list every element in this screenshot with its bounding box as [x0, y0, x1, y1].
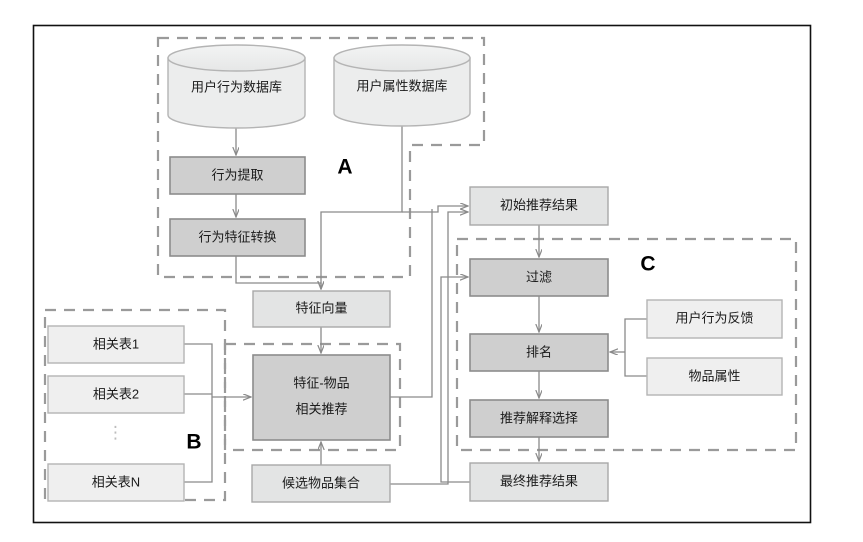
edge-user-feedback-bus	[624, 318, 647, 352]
group-a-boundary	[156, 36, 486, 279]
node-label: 相关表1	[93, 336, 139, 351]
node-rel-table-n[interactable]: 相关表N	[47, 463, 185, 502]
node-initial-rec[interactable]: 初始推荐结果	[469, 186, 609, 226]
node-label: 行为特征转换	[198, 229, 276, 244]
node-explain-sel[interactable]: 推荐解释选择	[469, 399, 609, 438]
node-final-rec[interactable]: 最终推荐结果	[469, 462, 609, 502]
node-label: 物品属性	[688, 368, 740, 383]
node-filter[interactable]: 过滤	[469, 258, 609, 297]
edge-db-profile-to-initial-rec	[402, 206, 468, 213]
node-behavior-ext[interactable]: 行为提取	[169, 156, 306, 195]
node-label: 初始推荐结果	[500, 197, 578, 212]
node-feat-item-rec[interactable]: 特征-物品 相关推荐	[252, 354, 391, 441]
edge-layer	[184, 126, 647, 485]
node-label: 用户行为反馈	[675, 310, 753, 325]
ellipsis-indicator: ⋮	[107, 423, 125, 442]
node-feature-vec[interactable]: 特征向量	[252, 290, 391, 328]
group-c-boundary	[455, 237, 798, 452]
node-label: 用户行为数据库	[191, 79, 282, 94]
edge-candidate-set-to-initial-rec	[390, 212, 468, 485]
group-label-a: A	[337, 156, 352, 179]
node-rel-table-1[interactable]: 相关表1	[47, 325, 185, 364]
node-label-line2: 相关推荐	[295, 401, 347, 416]
node-label: 排名	[526, 344, 552, 359]
node-label: 用户属性数据库	[356, 78, 447, 93]
group-label-b: B	[186, 431, 201, 454]
group-label-c: C	[640, 253, 655, 276]
node-user-feedback[interactable]: 用户行为反馈	[646, 299, 783, 339]
node-label: 相关表N	[92, 474, 140, 489]
node-label: 候选物品集合	[282, 475, 360, 490]
node-label: 过滤	[526, 269, 552, 284]
node-label: 推荐解释选择	[500, 410, 578, 425]
edge-final-rec-to-filter	[440, 277, 470, 483]
edge-rel-table-1-bus	[184, 343, 213, 397]
node-label: 相关表2	[93, 386, 139, 401]
edge-db-profile-to-feature-vec	[321, 126, 403, 289]
node-db-behavior[interactable]: 用户行为数据库	[167, 44, 306, 129]
node-db-profile[interactable]: 用户属性数据库	[333, 44, 471, 127]
edge-feat-item-rec-to-initial-rec	[390, 209, 433, 398]
node-label-line1: 特征-物品	[293, 375, 349, 390]
node-label: 最终推荐结果	[500, 473, 578, 488]
edge-rel-table-n-bus	[184, 397, 213, 483]
node-label: 特征向量	[295, 300, 347, 315]
node-item-attr[interactable]: 物品属性	[646, 357, 783, 396]
node-candidate-set[interactable]: 候选物品集合	[251, 464, 391, 503]
node-label: 行为提取	[211, 167, 263, 182]
node-feature-conv[interactable]: 行为特征转换	[169, 218, 306, 257]
node-rel-table-2[interactable]: 相关表2	[47, 375, 185, 414]
node-ranking[interactable]: 排名	[469, 333, 609, 372]
edge-item-attr-bus	[624, 352, 647, 377]
